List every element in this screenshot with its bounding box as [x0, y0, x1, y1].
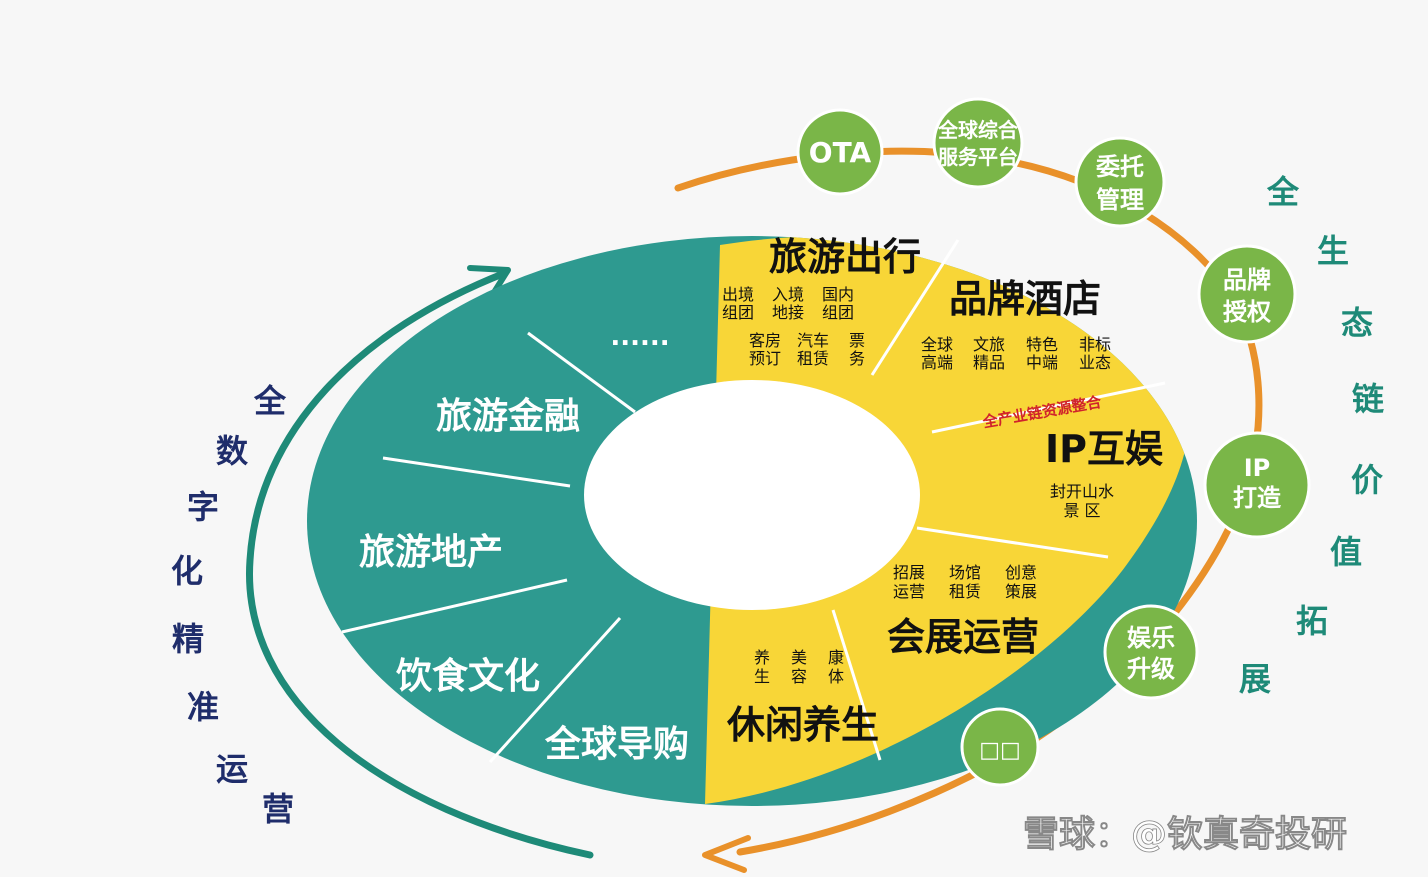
seg-hotel-items: 全球 高端 文旅 精品 特色 中端 非标 业态 [921, 335, 1111, 372]
hotel-item-3b: 中端 [1026, 353, 1058, 372]
circle-ip-line1: IP [1244, 454, 1271, 482]
circle-entertainment-line1: 娱乐 [1127, 624, 1175, 652]
yellow-dividers [831, 239, 1166, 761]
green-circle-ota: OTA [796, 108, 884, 196]
expo-item-1a: 招展 [893, 563, 925, 582]
circle-license-line1: 品牌 [1223, 266, 1271, 294]
green-circle-management: 委托 管理 [1074, 136, 1166, 228]
seg-leisure-title: 休闲养生 [726, 703, 879, 747]
leisure-item-2b: 容 [791, 667, 807, 686]
left-char-4: 化 [171, 552, 203, 590]
green-circle-entertainment: 娱乐 升级 [1103, 604, 1199, 700]
hotel-item-4b: 业态 [1079, 353, 1111, 372]
right-char-3: 态 [1341, 304, 1373, 342]
travel-item-3a: 国内 [822, 285, 854, 304]
ring-center-hole [584, 380, 920, 610]
seg-expo-items: 招展 运营 场馆 租赁 创意 策展 [893, 563, 1037, 601]
left-char-2: 数 [216, 432, 249, 470]
right-char-4: 链 [1352, 380, 1384, 418]
travel-item-3b: 组团 [822, 303, 854, 322]
right-char-5: 价 [1351, 461, 1383, 499]
seg-travel-items: 出境 组团 入境 地接 国内 组团 客房 预订 汽车 租赁 票 务 [722, 285, 865, 368]
travel-item-2b: 地接 [772, 303, 804, 322]
seg-hotel-title: 品牌酒店 [949, 277, 1101, 321]
circle-management-line1: 委托 [1095, 153, 1144, 181]
green-circle-platform: 全球综合 服务平台 [932, 97, 1024, 189]
travel-item-6a: 票 [849, 331, 865, 350]
teal-seg-food: 饮食文化 [396, 656, 540, 697]
expo-item-1b: 运营 [893, 582, 925, 601]
travel-item-5a: 汽车 [797, 331, 829, 350]
teal-seg-dots: ...... [610, 322, 669, 352]
circle-license-line2: 授权 [1223, 298, 1271, 326]
left-vertical-text: 全 数 字 化 精 准 运 营 [171, 382, 294, 828]
leisure-item-3a: 康 [828, 648, 844, 667]
orange-arrowhead [702, 835, 751, 873]
leisure-item-1a: 养 [754, 648, 770, 667]
circle-management-line2: 管理 [1096, 186, 1144, 214]
travel-item-5b: 租赁 [797, 349, 829, 368]
hotel-item-2b: 精品 [973, 353, 1005, 372]
hotel-item-1a: 全球 [921, 335, 953, 354]
seg-leisure-items: 养 生 美 容 康 体 [754, 648, 844, 686]
green-circle-unknown: □□ [960, 707, 1040, 787]
travel-item-4a: 客房 [749, 331, 781, 350]
teal-arc [246, 269, 594, 859]
hotel-item-3a: 特色 [1026, 335, 1058, 354]
watermark: 雪球：@钦真奇投研 [1023, 814, 1347, 855]
right-char-7: 拓 [1296, 602, 1328, 640]
left-char-5: 精 [172, 620, 204, 658]
ip-item-1b: 景 区 [1063, 501, 1100, 520]
travel-item-1a: 出境 [722, 285, 754, 304]
expo-item-3b: 策展 [1005, 582, 1037, 601]
right-char-1: 全 [1266, 173, 1300, 211]
right-char-6: 值 [1330, 533, 1362, 571]
travel-item-6b: 务 [849, 349, 865, 368]
teal-seg-finance: 旅游金融 [436, 395, 580, 437]
expo-item-2a: 场馆 [949, 563, 981, 582]
green-circle-ip: IP 打造 [1203, 431, 1311, 539]
left-char-1: 全 [253, 382, 287, 420]
left-char-3: 字 [187, 488, 219, 526]
teal-seg-shopping: 全球导购 [544, 723, 689, 765]
right-vertical-text: 全 生 态 链 价 值 拓 展 [1239, 173, 1384, 698]
teal-dividers [341, 331, 636, 764]
seg-ip-items: 封开山水 景 区 [1050, 482, 1114, 520]
travel-item-2a: 入境 [772, 285, 804, 304]
travel-item-1b: 组团 [722, 303, 754, 322]
green-circle-license: 品牌 授权 [1197, 244, 1297, 344]
seg-travel-title: 旅游出行 [769, 235, 921, 279]
left-char-8: 营 [262, 790, 294, 828]
right-char-2: 生 [1317, 232, 1349, 270]
travel-item-4b: 预订 [749, 349, 781, 368]
hotel-item-2a: 文旅 [973, 335, 1005, 354]
circle-ip-line2: 打造 [1233, 484, 1281, 512]
seg-expo-title: 会展运营 [887, 615, 1039, 659]
ip-item-1a: 封开山水 [1050, 482, 1114, 501]
circle-entertainment-line2: 升级 [1127, 655, 1175, 683]
hotel-item-4a: 非标 [1079, 335, 1111, 354]
leisure-item-3b: 体 [828, 667, 844, 686]
hotel-item-1b: 高端 [921, 353, 953, 372]
teal-seg-realestate: 旅游地产 [359, 532, 503, 573]
expo-item-3a: 创意 [1005, 563, 1037, 582]
expo-item-2b: 租赁 [949, 582, 981, 601]
left-char-7: 运 [216, 750, 248, 788]
circle-unknown-line1: □□ [979, 738, 1021, 763]
left-char-6: 准 [187, 688, 219, 726]
leisure-item-2a: 美 [791, 648, 807, 667]
circle-platform-line2: 服务平台 [938, 145, 1018, 169]
circle-platform-line1: 全球综合 [937, 118, 1019, 142]
seg-ip-title: IP互娱 [1045, 427, 1163, 471]
leisure-item-1b: 生 [754, 667, 770, 686]
right-char-8: 展 [1239, 660, 1271, 698]
circle-ota-line1: OTA [809, 136, 872, 169]
